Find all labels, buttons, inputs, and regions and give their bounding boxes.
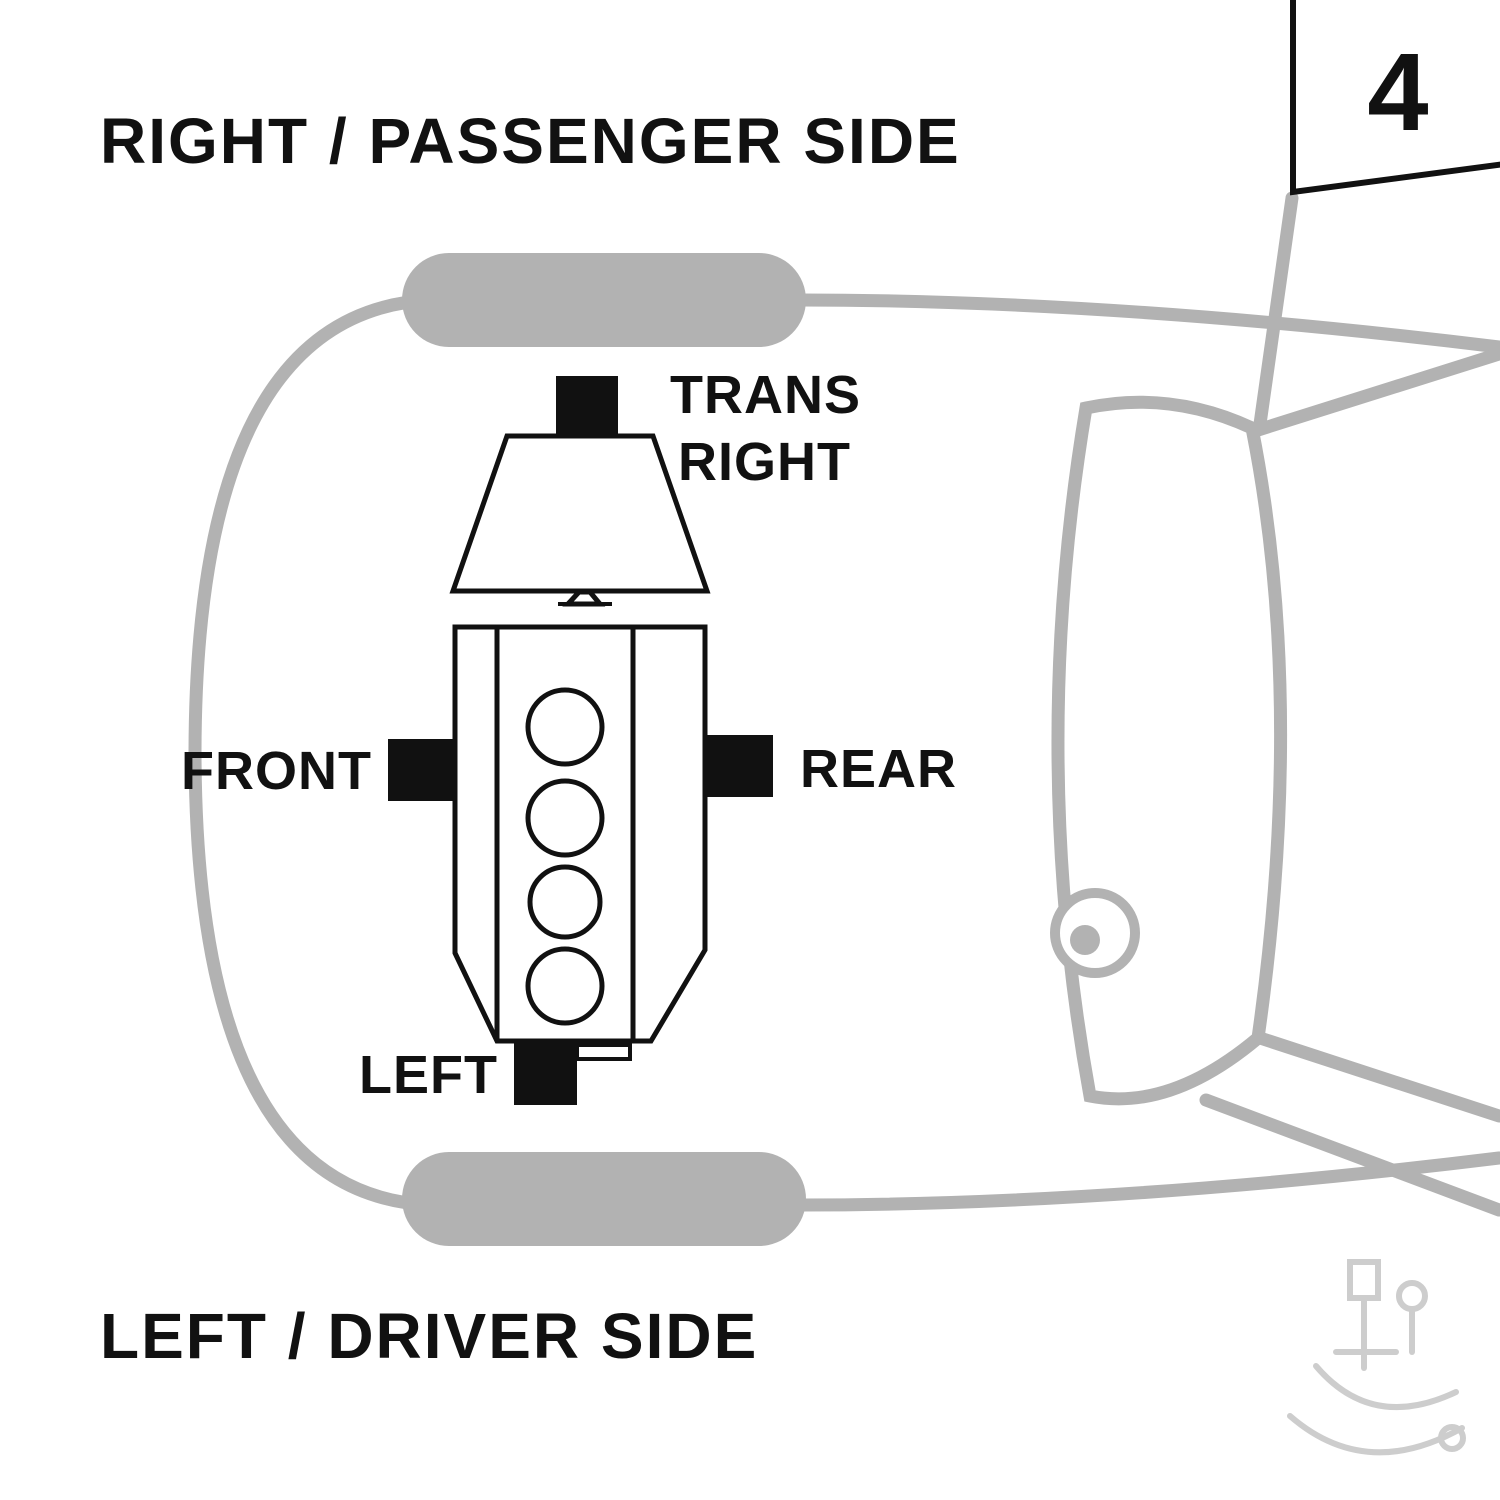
mount-block-front bbox=[388, 739, 455, 801]
label-trans: TRANS bbox=[670, 365, 861, 425]
cylinder-3 bbox=[527, 864, 603, 940]
car-body-outline bbox=[188, 191, 1500, 1246]
cylinder-2 bbox=[525, 778, 605, 858]
page-number: 4 bbox=[1367, 31, 1428, 154]
car-top-side-line bbox=[793, 293, 1500, 354]
watermark-pin-head bbox=[1396, 1280, 1428, 1312]
car-diagonal-top-outer bbox=[1251, 347, 1500, 437]
label-left-driver-side: LEFT / DRIVER SIDE bbox=[100, 1300, 758, 1372]
left-mount-pin bbox=[575, 1043, 632, 1061]
car-diagonal-bottom-outer bbox=[1253, 1031, 1500, 1123]
label-left: LEFT bbox=[359, 1045, 498, 1105]
brand-watermark-icon bbox=[1287, 1259, 1466, 1456]
engine-transmission-schematic bbox=[388, 376, 773, 1105]
page-number-frame bbox=[1290, 0, 1500, 196]
page-number-box: 4 bbox=[1290, 0, 1500, 196]
car-hub-dot bbox=[1070, 925, 1100, 955]
mount-block-trans-right bbox=[556, 376, 618, 436]
label-front: FRONT bbox=[181, 741, 372, 801]
label-trans-right: RIGHT bbox=[678, 432, 851, 492]
car-diagonal-bottom-inner bbox=[1199, 1093, 1500, 1217]
cylinder-4 bbox=[525, 946, 605, 1026]
label-rear: REAR bbox=[800, 739, 957, 799]
tire-bottom bbox=[402, 1152, 806, 1246]
mount-block-left bbox=[514, 1041, 577, 1105]
tire-top bbox=[402, 253, 806, 347]
watermark-square bbox=[1347, 1259, 1381, 1301]
cylinder-1 bbox=[525, 687, 605, 767]
watermark-swoosh bbox=[1287, 1413, 1465, 1456]
label-right-passenger-side: RIGHT / PASSENGER SIDE bbox=[100, 105, 961, 177]
mount-block-rear bbox=[705, 735, 773, 797]
car-diagonal-top-inner bbox=[1253, 191, 1299, 431]
car-firewall-outline bbox=[1051, 395, 1288, 1106]
car-front-bumper-line bbox=[188, 293, 437, 1212]
watermark-anchor-arc bbox=[1313, 1363, 1459, 1411]
transmission-outline bbox=[449, 433, 711, 594]
